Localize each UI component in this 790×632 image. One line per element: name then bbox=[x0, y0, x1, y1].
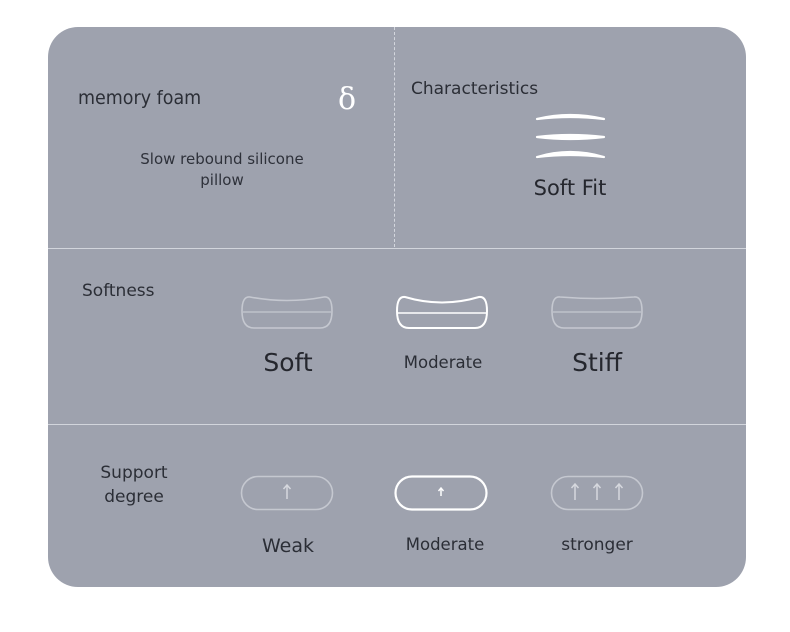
softness-option-soft: Soft bbox=[263, 348, 313, 377]
material-description-line1: Slow rebound silicone bbox=[140, 150, 304, 168]
pillow-moderate-icon bbox=[395, 295, 489, 329]
support-moderate-icon bbox=[394, 475, 488, 511]
soft-fit-waves-icon bbox=[535, 113, 606, 159]
support-stronger-icon bbox=[550, 475, 644, 511]
material-description-line2: pillow bbox=[200, 171, 244, 189]
material-description: Slow rebound silicone pillow bbox=[122, 149, 322, 191]
spec-card: memory foam δ Slow rebound silicone pill… bbox=[48, 27, 746, 587]
section-divider-2 bbox=[48, 424, 746, 425]
softness-option-stiff: Stiff bbox=[572, 348, 622, 377]
pillow-stiff-icon bbox=[551, 296, 643, 329]
delta-icon: δ bbox=[338, 82, 357, 117]
pillow-soft-icon bbox=[241, 296, 333, 329]
softness-label: Softness bbox=[82, 281, 155, 301]
support-option-stronger: stronger bbox=[561, 535, 633, 555]
characteristics-value: Soft Fit bbox=[533, 176, 607, 200]
support-option-moderate: Moderate bbox=[405, 535, 485, 554]
characteristics-title: Characteristics bbox=[411, 79, 539, 99]
section-divider-1 bbox=[48, 248, 746, 249]
section-divider-vertical bbox=[394, 27, 395, 247]
material-title: memory foam bbox=[78, 87, 202, 109]
softness-option-moderate: Moderate bbox=[403, 353, 483, 372]
support-label-line2: degree bbox=[104, 487, 164, 507]
support-label: Support degree bbox=[82, 461, 186, 509]
support-label-line1: Support bbox=[100, 463, 168, 483]
support-weak-icon bbox=[240, 475, 334, 511]
support-option-weak: Weak bbox=[261, 535, 314, 557]
